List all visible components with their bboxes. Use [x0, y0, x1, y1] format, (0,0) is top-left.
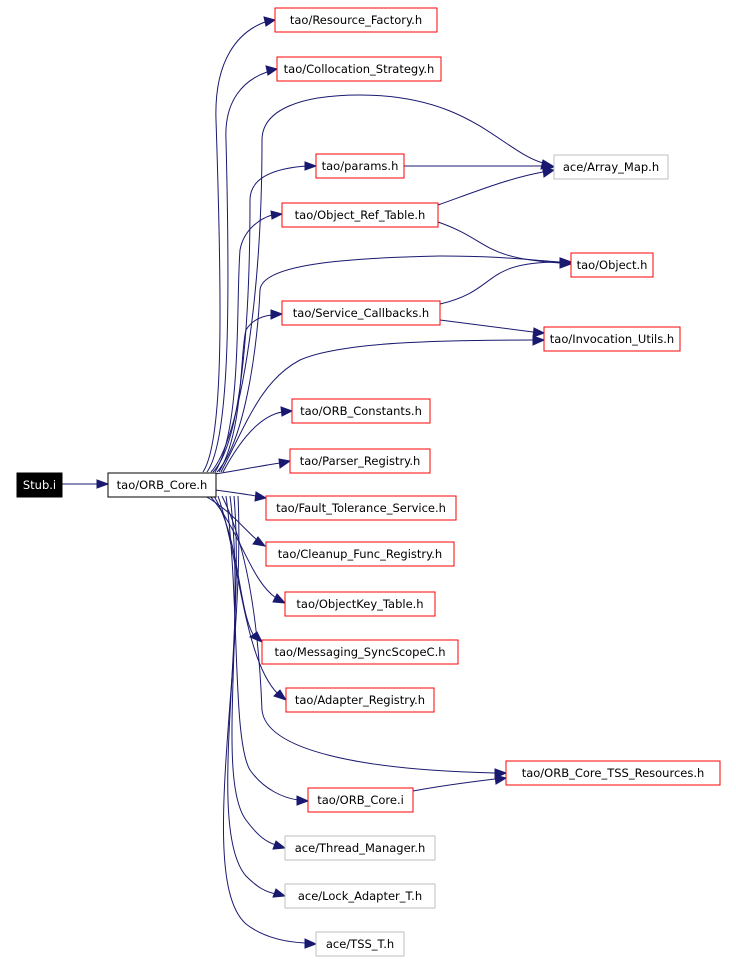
arrow-head: [272, 888, 287, 898]
arrow-head: [254, 491, 268, 502]
arrow-head: [296, 795, 310, 806]
arrow-head: [304, 938, 318, 949]
node-label: tao/ORB_Core.h: [117, 478, 208, 492]
arrow-head: [273, 689, 288, 701]
edge-orb-core-to-adapter-registry: [217, 495, 279, 695]
node-invocation-utils[interactable]: tao/Invocation_Utils.h: [543, 326, 681, 352]
arrow-head: [272, 840, 287, 850]
node-orb-core-h[interactable]: tao/ORB_Core.h: [107, 472, 217, 498]
arrow-head: [532, 335, 546, 346]
edge-service-callbacks-to-invocation-utils: [439, 319, 534, 333]
edge-orb-core-to-service-callbacks: [218, 314, 273, 473]
node-fault-tolerance-service[interactable]: tao/Fault_Tolerance_Service.h: [265, 495, 457, 521]
edge-orb-core-to-lock-adapter: [227, 495, 277, 895]
node-resource-factory[interactable]: tao/Resource_Factory.h: [274, 7, 438, 33]
node-objectkey-table[interactable]: tao/ObjectKey_Table.h: [284, 591, 436, 617]
node-array-map[interactable]: ace/Array_Map.h: [553, 154, 669, 180]
edge-object-ref-table-to-array-map: [437, 171, 544, 206]
node-label: tao/ORB_Constants.h: [300, 404, 422, 418]
node-label: tao/Cleanup_Func_Registry.h: [278, 547, 442, 561]
edge-object-ref-table-to-object: [437, 221, 561, 264]
node-label: Stub.i: [23, 478, 56, 492]
node-parser-registry[interactable]: tao/Parser_Registry.h: [289, 448, 431, 474]
arrow-head: [559, 257, 573, 268]
node-label: tao/Adapter_Registry.h: [295, 693, 425, 707]
node-label: tao/Messaging_SyncScopeC.h: [274, 645, 445, 659]
node-label: ace/Array_Map.h: [563, 160, 659, 174]
node-orb-core-tss-resources[interactable]: tao/ORB_Core_TSS_Resources.h: [505, 760, 721, 786]
arrow-head: [270, 309, 284, 320]
node-label: tao/ORB_Core.i: [317, 793, 404, 807]
edge-orb-core-to-object-ref-table: [214, 214, 273, 473]
edge-orb-core-to-invocation-utils: [220, 339, 534, 473]
node-label: ace/Thread_Manager.h: [295, 841, 426, 855]
edge-service-callbacks-to-object: [439, 261, 561, 305]
node-orb-constants[interactable]: tao/ORB_Constants.h: [291, 398, 431, 424]
node-object-ref-table[interactable]: tao/Object_Ref_Table.h: [281, 202, 439, 228]
edge-orb-core-to-parser-registry: [214, 462, 281, 475]
edge-orb-core-i-to-orb-core-tss: [412, 778, 496, 792]
arrow-head: [280, 406, 294, 417]
node-label: tao/Fault_Tolerance_Service.h: [276, 501, 446, 515]
node-collocation-strategy[interactable]: tao/Collocation_Strategy.h: [276, 56, 442, 82]
node-label: ace/TSS_T.h: [326, 937, 394, 951]
arrow-head: [263, 16, 277, 27]
node-label: tao/Object.h: [577, 258, 648, 272]
edge-orb-core-to-orb-constants: [222, 411, 283, 473]
edge-orb-core-to-orb-core-i: [225, 495, 299, 801]
edge-orb-core-to-objectkey-table: [209, 495, 277, 599]
node-label: tao/Object_Ref_Table.h: [295, 208, 426, 222]
arrow-head: [96, 479, 110, 489]
edge-orb-core-to-messaging-syncscope: [213, 495, 255, 637]
arrow-head: [542, 167, 556, 178]
node-label: tao/Service_Callbacks.h: [293, 306, 429, 320]
arrow-head: [304, 161, 318, 171]
node-thread-manager[interactable]: ace/Thread_Manager.h: [284, 835, 436, 861]
node-label: tao/Collocation_Strategy.h: [284, 62, 435, 76]
node-layer: Stub.i tao/ORB_Core.h tao/Resource_Facto…: [16, 7, 721, 957]
node-label: tao/ORB_Core_TSS_Resources.h: [522, 766, 705, 780]
edge-orb-core-to-params: [212, 165, 307, 473]
edge-orb-core-to-orb-core-tss: [221, 495, 496, 774]
edge-orb-core-to-collocation-strategy: [206, 71, 268, 473]
edge-orb-core-to-tss-t: [223, 495, 306, 944]
node-tss-t[interactable]: ace/TSS_T.h: [315, 931, 405, 957]
node-label: ace/Lock_Adapter_T.h: [298, 889, 422, 903]
node-label: tao/ObjectKey_Table.h: [296, 597, 423, 611]
node-stub-i[interactable]: Stub.i: [16, 472, 63, 498]
node-service-callbacks[interactable]: tao/Service_Callbacks.h: [281, 300, 441, 326]
arrow-head: [532, 327, 546, 338]
edge-layer: [62, 16, 573, 949]
node-label: tao/params.h: [322, 159, 399, 173]
edge-orb-core-to-resource-factory: [202, 21, 266, 473]
arrow-head: [270, 210, 284, 220]
arrow-head: [248, 631, 264, 643]
node-orb-core-i[interactable]: tao/ORB_Core.i: [307, 787, 414, 813]
edge-orb-core-to-fault-tolerance: [214, 489, 257, 497]
node-cleanup-func-registry[interactable]: tao/Cleanup_Func_Registry.h: [265, 541, 455, 567]
node-label: tao/Invocation_Utils.h: [550, 332, 674, 346]
edge-orb-core-to-array-map: [210, 94, 544, 473]
node-object[interactable]: tao/Object.h: [570, 252, 654, 278]
arrow-head: [252, 536, 267, 547]
node-params[interactable]: tao/params.h: [315, 153, 405, 179]
arrow-head: [278, 458, 292, 469]
node-adapter-registry[interactable]: tao/Adapter_Registry.h: [285, 687, 435, 713]
arrow-head: [265, 65, 279, 76]
arrow-head: [272, 593, 287, 604]
node-lock-adapter-t[interactable]: ace/Lock_Adapter_T.h: [284, 883, 436, 909]
edge-orb-core-to-object: [216, 255, 561, 473]
node-label: tao/Parser_Registry.h: [300, 454, 421, 468]
arrow-head: [494, 774, 508, 785]
edge-orb-core-to-thread-manager: [229, 495, 277, 846]
node-messaging-syncscopec[interactable]: tao/Messaging_SyncScopeC.h: [261, 639, 459, 665]
node-label: tao/Resource_Factory.h: [290, 13, 422, 27]
